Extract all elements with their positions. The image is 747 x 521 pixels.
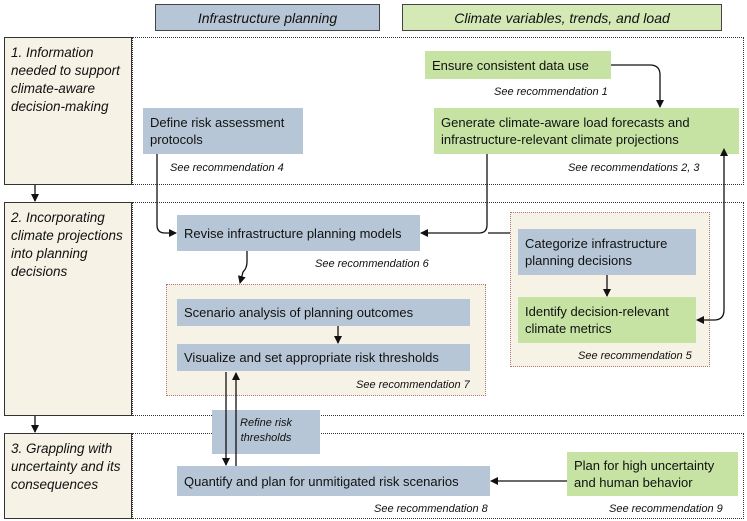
recommendation-4-note: See recommendation 4 [170, 162, 284, 174]
quantify-risk-scenarios-box: Quantify and plan for unmitigated risk s… [177, 466, 490, 496]
stage-1-label: 1. Information needed to support climate… [4, 37, 132, 185]
recommendation-5-note: See recommendation 5 [578, 350, 692, 362]
arrow-forecasts-to-revise [420, 154, 488, 237]
define-risk-protocols-box: Define risk assessment protocols [143, 108, 303, 154]
recommendation-1-note: See recommendation 1 [494, 86, 608, 98]
recommendations-2-3-note: See recommendations 2, 3 [568, 162, 700, 174]
header-infrastructure-planning: Infrastructure planning [155, 4, 380, 31]
recommendation-8-note: See recommendation 8 [374, 503, 488, 515]
header-climate-variables: Climate variables, trends, and load [402, 4, 722, 31]
recommendation-6-note: See recommendation 6 [315, 258, 429, 270]
arrow-revise-to-scenario [237, 251, 248, 284]
categorize-decisions-box: Categorize infrastructure planning decis… [518, 229, 696, 275]
visualize-risk-thresholds-box: Visualize and set appropriate risk thres… [177, 344, 470, 371]
recommendation-7-note: See recommendation 7 [356, 379, 470, 391]
recommendation-9-note: See recommendation 9 [609, 503, 723, 515]
plan-high-uncertainty-box: Plan for high uncertainty and human beha… [567, 452, 738, 496]
revise-planning-models-box: Revise infrastructure planning models [177, 215, 420, 251]
identify-climate-metrics-box: Identify decision-relevant climate metri… [518, 297, 696, 343]
scenario-analysis-box: Scenario analysis of planning outcomes [177, 299, 470, 326]
generate-forecasts-box: Generate climate-aware load forecasts an… [434, 108, 739, 154]
stage-2-frame [132, 202, 744, 416]
arrow-forecasts-metrics [696, 148, 728, 324]
ensure-consistent-data-box: Ensure consistent data use [425, 51, 611, 79]
stage-2-label: 2. Incorporating climate projections int… [4, 202, 132, 416]
stage-3-frame [132, 433, 744, 519]
refine-risk-thresholds-label: Refine risk thresholds [212, 410, 320, 454]
arrow-data-to-forecasts [611, 64, 664, 108]
arrow-risk-to-revise [156, 154, 177, 237]
stage-3-label: 3. Grappling with uncertainty and its co… [4, 433, 132, 519]
stage-1-frame [132, 37, 744, 185]
